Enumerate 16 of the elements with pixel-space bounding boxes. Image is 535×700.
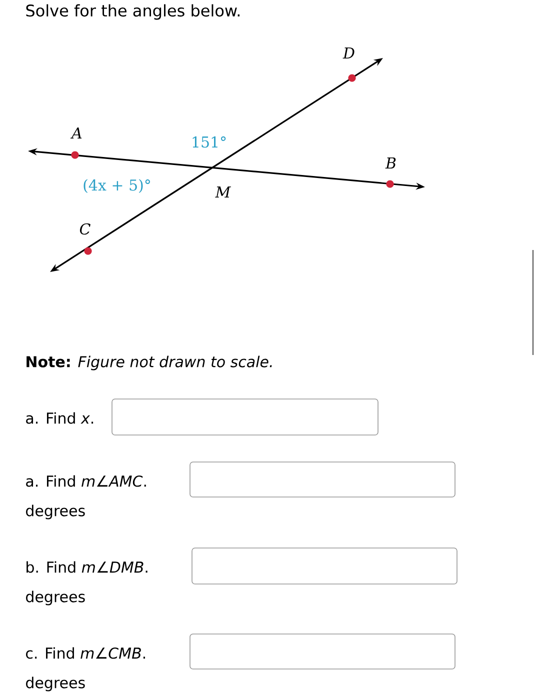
unit-text: degrees bbox=[26, 676, 85, 692]
point-label: M bbox=[215, 186, 231, 198]
unit-text: degrees bbox=[26, 590, 85, 606]
point-label: C bbox=[80, 223, 90, 235]
heading: Solve for the angles below. bbox=[26, 4, 240, 20]
question-text: a. Find m∠AMC. bbox=[26, 475, 146, 487]
question-text: a. Find x. bbox=[26, 412, 94, 424]
point-label: A bbox=[70, 128, 82, 138]
unit-text: degrees bbox=[26, 504, 85, 520]
angle-label: 151° bbox=[192, 136, 226, 148]
angle-label: (4x + 5)° bbox=[84, 179, 150, 193]
note-text: Note: Figure not drawn to scale. bbox=[26, 356, 272, 370]
question-text: b. Find m∠DMB. bbox=[26, 561, 148, 573]
question-text: c. Find m∠CMB. bbox=[26, 647, 145, 659]
point-label: D bbox=[342, 48, 354, 58]
point-label: B bbox=[385, 158, 396, 168]
